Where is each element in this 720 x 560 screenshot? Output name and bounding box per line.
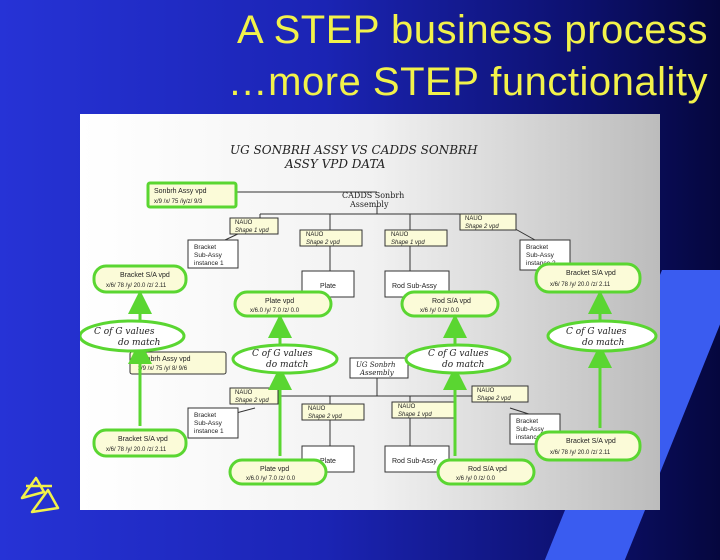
svg-text:C of G values: C of G values	[252, 349, 313, 359]
svg-text:Rod Sub-Assy: Rod Sub-Assy	[392, 283, 437, 290]
svg-text:x/6/ 78 /y/ 20.0 /z/ 2.11: x/6/ 78 /y/ 20.0 /z/ 2.11	[106, 447, 167, 453]
svg-text:NAUO: NAUO	[235, 390, 253, 396]
top-nauo-mid-right-node: NAUO Shape 1 vpd	[384, 229, 448, 247]
svg-text:x/6 /y/ 0 /z/ 0.0: x/6 /y/ 0 /z/ 0.0	[456, 476, 496, 482]
note-left: C of G values do match	[80, 319, 186, 353]
top-assy-vpd-node: Sonbrh Assy vpd x/9 /x/ 75 /iy/z/ 9/3	[146, 181, 238, 209]
svg-text:Shape 2 vpd: Shape 2 vpd	[235, 398, 269, 404]
svg-text:Shape 2 vpd: Shape 2 vpd	[477, 396, 511, 402]
svg-text:NAUO: NAUO	[391, 232, 409, 238]
svg-text:Rod Sub-Assy: Rod Sub-Assy	[392, 458, 437, 465]
bottom-nauo-right-node: NAUO Shape 2 vpd	[471, 385, 529, 403]
svg-text:instance 1: instance 1	[194, 428, 224, 435]
note-mid-right: C of G values do match	[404, 343, 512, 375]
slide-title-line-2: …more STEP functionality	[227, 60, 708, 104]
svg-text:do match: do match	[442, 360, 484, 370]
svg-text:Bracket S/A vpd: Bracket S/A vpd	[566, 438, 616, 445]
svg-text:NAUO: NAUO	[398, 404, 416, 410]
logo-icon	[20, 476, 60, 514]
top-plate-vpd-node: Plate vpd x/6.0 /y/ 7.0 /z/ 0.0	[233, 290, 333, 318]
top-bracket-vpd-left-node: Bracket S/A vpd x/6/ 78 /y/ 20.0 /z/ 2.1…	[92, 264, 188, 294]
svg-text:Plate vpd: Plate vpd	[265, 298, 294, 305]
svg-text:Shape 1 vpd: Shape 1 vpd	[398, 412, 432, 418]
svg-text:Bracket S/A vpd: Bracket S/A vpd	[118, 436, 168, 443]
step-process-diagram: UG SONBRH ASSY VS CADDS SONBRH ASSY VPD …	[80, 143, 658, 486]
svg-text:Shape 2 vpd: Shape 2 vpd	[306, 240, 340, 246]
top-nauo-mid-left-node: NAUO Shape 2 vpd	[299, 229, 363, 247]
svg-text:Sonbrh Assy vpd: Sonbrh Assy vpd	[138, 356, 191, 363]
bottom-plate-vpd-node: Plate vpd x/6.0 /y/ 7.0 /z/ 0.0	[228, 458, 328, 486]
svg-text:x/6.0 /y/ 7.0 /z/ 0.0: x/6.0 /y/ 7.0 /z/ 0.0	[246, 476, 296, 482]
bottom-assembly-node: UG Sonbrh Assembly	[349, 357, 409, 379]
svg-text:Shape 1 vpd: Shape 1 vpd	[391, 240, 425, 246]
svg-text:Sub-Assy: Sub-Assy	[194, 252, 223, 259]
svg-text:Sub-Assy: Sub-Assy	[194, 420, 223, 427]
svg-text:Bracket: Bracket	[526, 244, 548, 251]
bottom-bracket-subassy-node: Bracket Sub-Assy instance 1	[187, 407, 239, 439]
svg-text:NAUO: NAUO	[477, 388, 495, 394]
svg-text:C of G values: C of G values	[566, 327, 627, 337]
svg-text:Shape 1 vpd: Shape 1 vpd	[235, 228, 269, 234]
top-assembly-node: CADDS Sonbrh Assembly	[342, 191, 404, 209]
svg-text:NAUO: NAUO	[308, 406, 326, 412]
svg-text:x/6/ 78 /y/ 20.0 /z/ 2.11: x/6/ 78 /y/ 20.0 /z/ 2.11	[106, 283, 167, 289]
top-bracket-vpd-right-node: Bracket S/A vpd x/6/ 78 /y/ 20.0 /z/ 2.1…	[534, 262, 642, 294]
bottom-assy-vpd-node: Sonbrh Assy vpd x/9 /x/ 75 /y/ 8/ 9/6	[129, 351, 227, 375]
svg-text:do match: do match	[118, 338, 160, 348]
svg-text:NAUO: NAUO	[306, 232, 324, 238]
svg-text:x/9 /x/ 75 /iy/z/ 9/3: x/9 /x/ 75 /iy/z/ 9/3	[154, 199, 203, 205]
top-bracket-subassy-node: Bracket Sub-Assy instance 1	[187, 239, 239, 269]
note-mid-left: C of G values do match	[231, 343, 339, 375]
svg-text:Bracket: Bracket	[516, 418, 538, 425]
bottom-rod-vpd-node: Rod S/A vpd x/6 /y/ 0 /z/ 0.0	[436, 458, 536, 486]
svg-text:NAUO: NAUO	[235, 220, 253, 226]
svg-text:C of G values: C of G values	[428, 349, 489, 359]
svg-text:CADDS Sonbrh: CADDS Sonbrh	[342, 191, 404, 200]
svg-text:NAUO: NAUO	[465, 216, 483, 222]
bottom-bracket-vpd-right-node: Bracket S/A vpd x/6/ 78 /y/ 20.0 /z/ 2.1…	[534, 430, 642, 462]
svg-text:Assembly: Assembly	[359, 369, 395, 377]
svg-text:Bracket: Bracket	[194, 244, 216, 251]
svg-text:C of G values: C of G values	[94, 327, 155, 337]
diagram-panel: UG SONBRH ASSY VS CADDS SONBRH ASSY VPD …	[80, 114, 660, 510]
bottom-nauo-left-node: NAUO Shape 2 vpd	[229, 387, 279, 405]
bottom-nauo-mid-right-node: NAUO Shape 1 vpd	[391, 401, 455, 419]
top-plate-node: Plate	[301, 270, 355, 298]
bottom-nauo-mid-left-node: NAUO Shape 2 vpd	[301, 403, 365, 421]
svg-text:Shape 2 vpd: Shape 2 vpd	[308, 414, 342, 420]
svg-text:Sub-Assy: Sub-Assy	[516, 426, 545, 433]
top-nauo-right-node: NAUO Shape 2 vpd	[459, 213, 517, 231]
svg-text:do match: do match	[266, 360, 308, 370]
top-nauo-left-node: NAUO Shape 1 vpd	[229, 217, 279, 235]
note-right: C of G values do match	[546, 319, 658, 353]
svg-text:do match: do match	[582, 338, 624, 348]
svg-text:Rod S/A vpd: Rod S/A vpd	[432, 298, 471, 305]
svg-text:Rod S/A vpd: Rod S/A vpd	[468, 466, 507, 473]
svg-text:x/6/ 78 /y/ 20.0 /z/ 2.11: x/6/ 78 /y/ 20.0 /z/ 2.11	[550, 282, 611, 288]
svg-text:Shape 2 vpd: Shape 2 vpd	[465, 224, 499, 230]
svg-text:Sub-Assy: Sub-Assy	[526, 252, 555, 259]
slide-title-line-1: A STEP business process	[237, 8, 708, 52]
top-rod-vpd-node: Rod S/A vpd x/6 /y/ 0 /z/ 0.0	[400, 290, 500, 318]
svg-text:Bracket S/A vpd: Bracket S/A vpd	[120, 272, 170, 279]
svg-text:Sonbrh Assy vpd: Sonbrh Assy vpd	[154, 188, 207, 195]
svg-text:x/6.0 /y/ 7.0 /z/ 0.0: x/6.0 /y/ 7.0 /z/ 0.0	[250, 308, 300, 314]
bottom-bracket-vpd-left-node: Bracket S/A vpd x/6/ 78 /y/ 20.0 /z/ 2.1…	[92, 428, 188, 458]
svg-text:Bracket: Bracket	[194, 412, 216, 419]
svg-text:x/6 /y/ 0 /z/ 0.0: x/6 /y/ 0 /z/ 0.0	[420, 308, 460, 314]
diagram-heading-line-2: ASSY VPD DATA	[284, 157, 386, 171]
svg-text:Plate: Plate	[320, 283, 336, 290]
svg-text:UG Sonbrh: UG Sonbrh	[356, 361, 396, 369]
svg-text:Plate vpd: Plate vpd	[260, 466, 289, 473]
svg-text:Plate: Plate	[320, 458, 336, 465]
svg-text:Bracket S/A vpd: Bracket S/A vpd	[566, 270, 616, 277]
svg-text:instance 2: instance 2	[526, 260, 556, 267]
diagram-heading-line-1: UG SONBRH ASSY VS CADDS SONBRH	[230, 143, 478, 157]
svg-text:instance 1: instance 1	[194, 260, 224, 267]
svg-text:x/6/ 78 /y/ 20.0 /z/ 2.11: x/6/ 78 /y/ 20.0 /z/ 2.11	[550, 450, 611, 456]
svg-text:instance 2: instance 2	[516, 434, 546, 441]
svg-text:x/9 /x/ 75 /y/ 8/ 9/6: x/9 /x/ 75 /y/ 8/ 9/6	[138, 366, 188, 372]
svg-text:Assembly: Assembly	[349, 200, 389, 209]
